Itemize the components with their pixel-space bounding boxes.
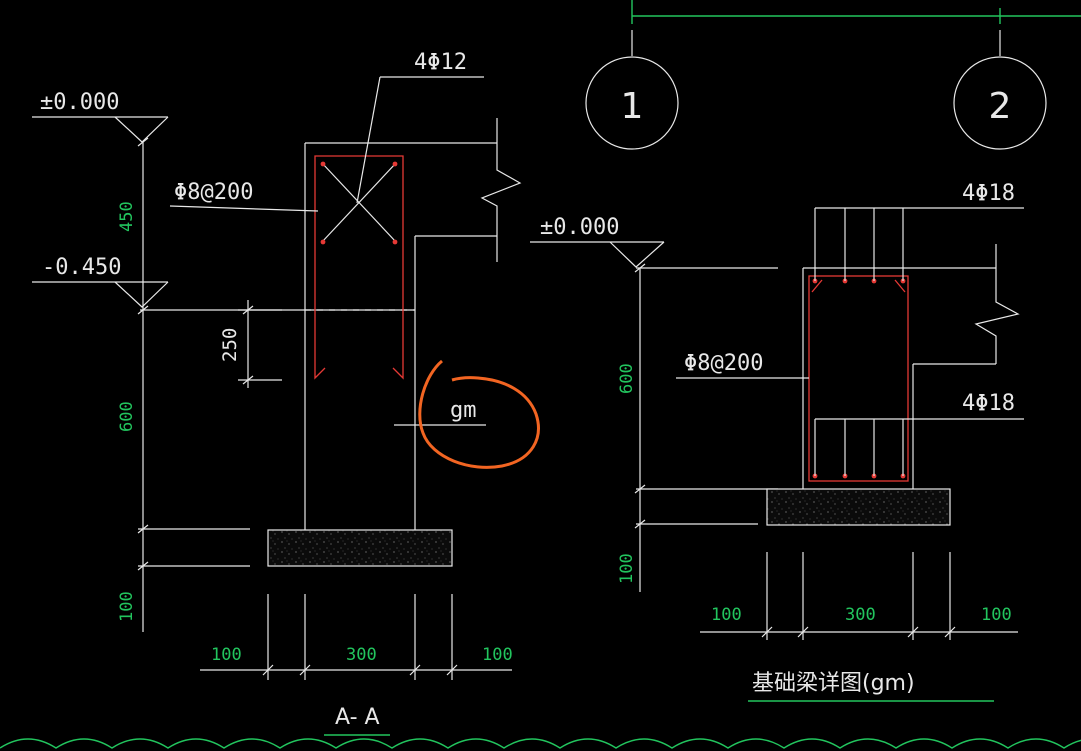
section-title: A- A bbox=[335, 705, 380, 730]
beam-vertical-dimension: 600 100 bbox=[617, 263, 778, 592]
elevation-mid-label: -0.450 bbox=[42, 255, 121, 280]
stirrup-label-aa: Φ8@200 bbox=[174, 180, 253, 205]
beam-stirrup-label: Φ8@200 bbox=[684, 351, 763, 376]
beam-dim-100-vertical-label: 100 bbox=[617, 553, 637, 584]
leader-4phi12: 4Φ12 bbox=[356, 50, 484, 204]
beam-outline bbox=[802, 244, 1020, 489]
elevation-mark-beam: ±0.000 bbox=[530, 215, 665, 268]
leader-stirrup-aa: Φ8@200 bbox=[169, 180, 319, 212]
beam-dim-300-label: 300 bbox=[845, 605, 876, 625]
elevation-mark-top: ±0.000 bbox=[32, 90, 169, 143]
horizontal-dimension-beam: 100 300 100 bbox=[700, 552, 1018, 640]
section-aa: ±0.000 -0.450 450 600 100 bbox=[32, 50, 540, 736]
axis-2-label: 2 bbox=[989, 86, 1012, 127]
dim-600-label: 600 bbox=[117, 401, 137, 432]
footing-aa bbox=[267, 529, 453, 567]
horizontal-dimension-aa: 100 300 100 bbox=[200, 594, 513, 680]
vertical-dimension-chain: 450 600 100 bbox=[117, 137, 415, 632]
beam-dim-600-label: 600 bbox=[617, 363, 637, 394]
wall-outline bbox=[304, 118, 522, 530]
grid-axes: 1 2 bbox=[585, 0, 1081, 150]
beam-rebar-bottom-label: 4Φ18 bbox=[962, 391, 1015, 416]
beam-detail: ±0.000 600 100 bbox=[530, 181, 1024, 702]
dim-100-vertical-label: 100 bbox=[117, 591, 137, 622]
leader-stirrup-beam: Φ8@200 bbox=[676, 351, 809, 379]
leader-bottom-rebar: 4Φ18 bbox=[814, 391, 1024, 476]
grid-bubble-2: 2 bbox=[953, 56, 1047, 150]
beam-dim-100-right-label: 100 bbox=[981, 605, 1012, 625]
grid-bubble-1: 1 bbox=[585, 56, 679, 150]
rebar-top-label: 4Φ12 bbox=[414, 50, 467, 75]
elevation-top-label: ±0.000 bbox=[40, 90, 119, 115]
rebar-cage-beam bbox=[808, 275, 909, 482]
axis-1-label: 1 bbox=[621, 86, 644, 127]
beam-rebar-top-label: 4Φ18 bbox=[962, 181, 1015, 206]
leader-gm: gm bbox=[394, 398, 486, 426]
dim-100-left-label: 100 bbox=[211, 645, 242, 665]
beam-detail-title: 基础梁详图(gm) bbox=[752, 671, 915, 696]
beam-elevation-label: ±0.000 bbox=[540, 215, 619, 240]
dim-100-right-label: 100 bbox=[482, 645, 513, 665]
revision-cloud-edge bbox=[0, 738, 1081, 749]
markup-circle bbox=[418, 359, 540, 469]
beam-dim-100-left-label: 100 bbox=[711, 605, 742, 625]
dim-250-label: 250 bbox=[219, 328, 241, 362]
dim-450-label: 450 bbox=[117, 201, 137, 232]
footing-beam bbox=[766, 488, 951, 526]
rebar-cage-aa bbox=[314, 155, 404, 380]
elevation-mark-mid: -0.450 bbox=[32, 255, 169, 308]
gm-label: gm bbox=[450, 398, 477, 423]
dim-300-label: 300 bbox=[346, 645, 377, 665]
leader-top-rebar: 4Φ18 bbox=[814, 181, 1024, 281]
dim-250: 250 bbox=[219, 300, 282, 388]
